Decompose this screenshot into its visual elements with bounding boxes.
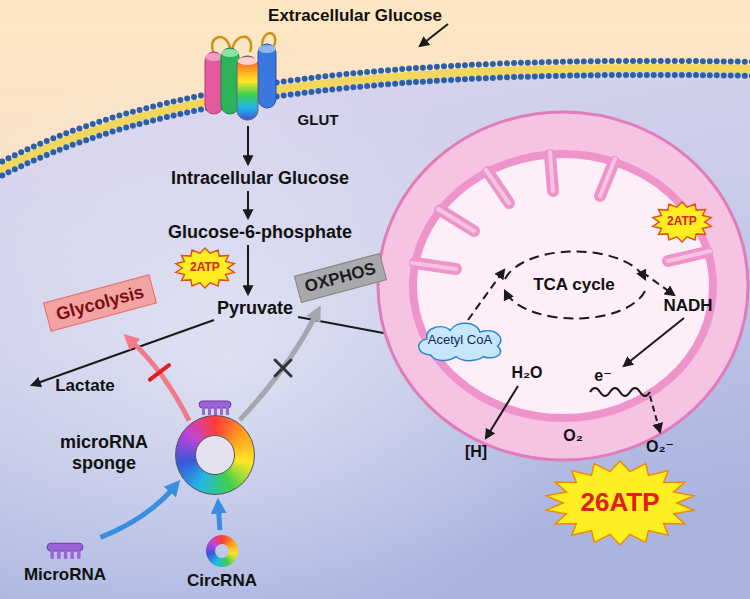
atp-starburst: 2ATP: [652, 202, 712, 242]
circrna-item: CircRNA: [183, 533, 261, 593]
microrna-icon: [197, 399, 233, 417]
starburst-outline: [176, 248, 234, 288]
block-cross: [275, 360, 291, 376]
text-label: NADH: [663, 296, 712, 316]
text-label: [H]: [465, 443, 487, 461]
connector: [219, 509, 220, 530]
atp-starburst: 26ATP: [545, 461, 695, 545]
block-cross: [275, 360, 291, 376]
process-box: OXPHOS: [294, 253, 387, 303]
microrna-tooth: [64, 550, 67, 559]
tca-arrows: [468, 251, 684, 438]
microrna-tooth: [57, 550, 60, 559]
node-label: microRNA sponge: [44, 432, 164, 473]
text-label: Intracellular Glucose: [171, 168, 349, 189]
connector: [100, 489, 173, 538]
text-label: O₂⁻: [646, 438, 674, 456]
connector: [240, 315, 316, 420]
microrna-tooth: [77, 550, 80, 559]
node-text: 2ATP: [190, 261, 220, 275]
microrna-tooth: [208, 407, 211, 415]
microrna-item: MicroRNA: [20, 539, 110, 587]
sponge-ring: microRNA sponge: [175, 415, 255, 495]
node-text: Acetyl CoA: [428, 333, 492, 348]
atp-starburst: 2ATP: [175, 248, 235, 288]
text-label: O₂: [563, 427, 583, 445]
text-label: GLUT: [298, 111, 339, 128]
node-text: OXPHOS: [302, 259, 377, 297]
circrna-icon: [206, 535, 238, 567]
microrna-icon: [45, 541, 85, 561]
node-text: MicroRNA: [24, 565, 106, 585]
inhibition-bar: [150, 365, 169, 380]
node-text: 2ATP: [667, 215, 697, 229]
node-text: Glycolysis: [54, 281, 146, 324]
node-text: CircRNA: [187, 571, 257, 591]
microrna-tooth: [214, 407, 217, 415]
text-label: Extracellular Glucose: [268, 6, 442, 26]
node-text: 26ATP: [581, 488, 660, 518]
text-label: H₂O: [511, 364, 542, 382]
starburst-outline: [546, 461, 694, 545]
circrna-hole: [215, 544, 229, 558]
starburst-outline: [653, 202, 711, 242]
microrna-tooth: [71, 550, 74, 559]
connector: [132, 342, 189, 421]
glut-transporter: [205, 33, 276, 120]
node-text: microRNA sponge: [44, 432, 164, 473]
microrna-tooth: [202, 407, 205, 415]
text-label: e⁻: [594, 367, 611, 385]
sponge-hole: [195, 435, 235, 475]
acetyl-coa-cloud: Acetyl CoA: [411, 318, 509, 362]
microrna-tooth: [220, 407, 223, 415]
microrna-body: [199, 401, 231, 408]
text-label: Lactate: [55, 376, 115, 396]
process-box: Glycolysis: [43, 274, 157, 331]
microrna-body: [47, 543, 83, 551]
mitochondrion: [378, 112, 748, 460]
text-label: Glucose-6-phosphate: [168, 222, 352, 243]
text-label: Pyruvate: [217, 298, 293, 319]
microrna-tooth: [226, 407, 229, 415]
cloud-outline: [419, 323, 501, 360]
microrna-tooth: [51, 550, 54, 559]
text-label: TCA cycle: [533, 275, 615, 295]
